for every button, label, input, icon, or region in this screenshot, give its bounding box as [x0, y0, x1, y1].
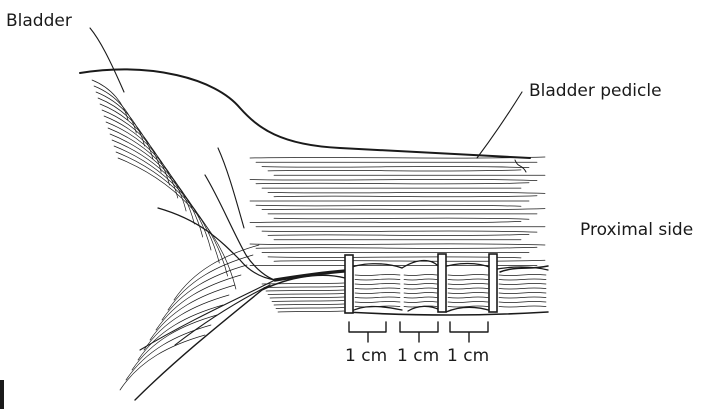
segment-striation	[355, 301, 400, 302]
segment-striation	[448, 292, 488, 293]
bladder-hatch-line	[98, 98, 153, 159]
segment-striation	[404, 283, 437, 284]
margin-bar	[0, 380, 4, 409]
pedicle-striation	[274, 196, 537, 197]
label-proximal-side: Proximal side	[580, 222, 693, 239]
lower-striation	[276, 308, 344, 309]
segment-striation	[404, 301, 437, 302]
clip-2	[438, 254, 446, 312]
pedicle-striation	[268, 192, 545, 193]
lower-striation	[274, 304, 344, 305]
lower-striation	[272, 301, 344, 302]
segment-striation	[499, 297, 546, 298]
clip-3	[489, 254, 497, 312]
segment-striation	[404, 279, 437, 280]
segment-striation	[499, 288, 546, 289]
pedicle-striation	[250, 244, 545, 245]
measurement-label-3: 1 cm	[447, 348, 489, 365]
segment-striation	[355, 292, 400, 293]
bladder-hatch-line	[108, 128, 194, 224]
segment-striation	[499, 292, 546, 293]
segment-striation	[448, 274, 488, 275]
bladder-hatch-line	[100, 104, 161, 172]
segment-striation	[355, 274, 400, 275]
bladder-hatch-line	[114, 146, 219, 263]
bracket-2	[400, 322, 438, 342]
pedicle-striation	[274, 260, 545, 261]
bladder-hatch-line	[144, 295, 229, 350]
lower-striation	[264, 287, 344, 288]
segment-striation	[404, 292, 437, 293]
segment-striation	[448, 283, 488, 284]
segment-striation	[499, 283, 546, 284]
pedicle-striation	[256, 183, 529, 184]
lower-striation	[278, 311, 344, 312]
pedicle-striation	[256, 205, 521, 206]
segment-striation	[355, 283, 400, 284]
lower-tissue-hatching	[262, 283, 344, 312]
measurement-label-1: 1 cm	[345, 348, 387, 365]
bladder-hatch-line	[120, 335, 205, 390]
pedicle-striation	[262, 231, 537, 232]
clip-1	[345, 255, 353, 313]
segment-striation	[499, 279, 546, 280]
bladder-hatching	[92, 80, 259, 390]
vessel-network	[140, 148, 275, 350]
segment-striation	[448, 288, 488, 289]
segment-striation	[355, 297, 400, 298]
lower-striation	[262, 283, 344, 284]
bladder-hatch-line	[102, 110, 170, 185]
segment-striation	[404, 274, 437, 275]
bladder-hatch-line	[168, 255, 253, 310]
segment-striation	[355, 279, 400, 280]
measurement-label-2: 1 cm	[397, 348, 439, 365]
label-bladder-pedicle: Bladder pedicle	[529, 83, 662, 100]
pedicle-leader-line	[477, 92, 522, 158]
pedicle-striation	[250, 222, 521, 223]
pedicle-striation	[256, 247, 537, 248]
bladder-hatch-line	[116, 152, 228, 276]
lower-striation	[266, 290, 344, 291]
pedicle-striation	[268, 234, 529, 235]
lower-striation	[268, 294, 344, 295]
segment-striation	[404, 297, 437, 298]
bladder-hatch-line	[110, 134, 203, 237]
bladder-leader-line	[90, 28, 124, 92]
pedicle-striation	[274, 218, 529, 219]
pedicle-striation	[250, 179, 537, 180]
segment-striation	[448, 279, 488, 280]
segment-striation	[499, 301, 546, 302]
bladder-hatch-line	[92, 80, 128, 120]
segment-striation	[404, 288, 437, 289]
pedicle-striation	[262, 209, 545, 210]
segment-striation	[448, 301, 488, 302]
segment-striation	[499, 306, 546, 307]
pedicle-striation	[262, 166, 529, 167]
lower-striation	[270, 297, 344, 298]
bracket-3	[450, 322, 488, 342]
bladder-hatch-line	[106, 122, 186, 211]
bracket-1	[349, 322, 386, 342]
segment-striation	[355, 288, 400, 289]
label-bladder: Bladder	[6, 13, 72, 30]
pedicle-striation	[268, 170, 521, 171]
pedicle-hatching	[250, 157, 545, 266]
segment-striation	[448, 297, 488, 298]
segment-striation	[499, 274, 546, 275]
pedicle-striation	[268, 257, 521, 258]
measurement-brackets	[349, 322, 488, 342]
bladder-hatch-line	[118, 158, 236, 289]
